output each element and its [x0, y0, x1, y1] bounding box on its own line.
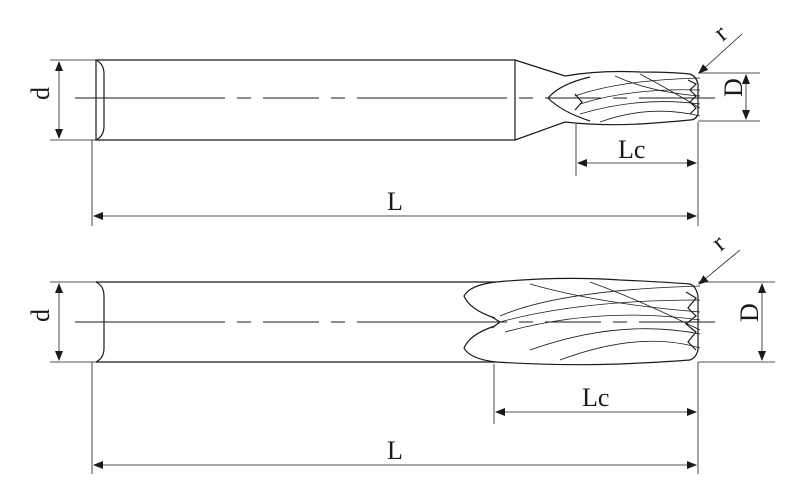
top-d-dimension: d	[26, 59, 96, 141]
bottom-D-label: D	[735, 303, 764, 322]
bottom-r-label: r	[706, 229, 732, 257]
top-L-label: L	[387, 187, 403, 216]
top-D-dimension: D	[698, 72, 760, 122]
top-flutes	[547, 70, 701, 126]
bottom-Lc-label: Lc	[582, 383, 609, 412]
top-D-label: D	[719, 78, 748, 97]
bottom-D-dimension: D	[698, 281, 775, 363]
top-L-dimension: L	[91, 122, 699, 226]
top-Lc-dimension: Lc	[575, 124, 697, 176]
top-shank	[95, 59, 516, 141]
top-r-leader: r	[698, 19, 743, 74]
bottom-flutes	[463, 277, 701, 366]
bottom-d-dimension: d	[26, 281, 96, 363]
top-Lc-label: Lc	[618, 135, 645, 164]
top-neck	[514, 59, 566, 141]
bottom-L-dimension: L	[91, 362, 699, 474]
top-r-label: r	[708, 19, 734, 47]
bottom-r-leader: r	[698, 229, 741, 285]
bottom-d-label: d	[26, 309, 55, 322]
bottom-Lc-dimension: Lc	[493, 364, 697, 424]
top-d-label: d	[26, 87, 55, 100]
bottom-end-mill: d D r Lc L	[26, 229, 775, 474]
top-end-mill: d D r Lc L	[26, 19, 760, 226]
bottom-L-label: L	[387, 436, 403, 465]
